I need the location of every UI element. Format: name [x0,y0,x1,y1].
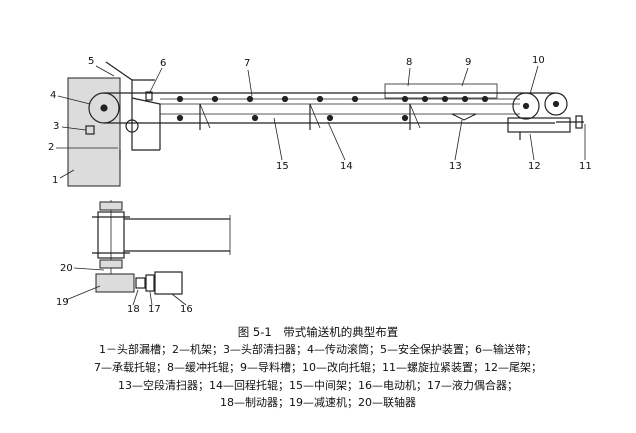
tail-pulleys [512,92,568,120]
head-frame [105,61,160,160]
skirt-board [384,83,498,99]
label-20: 20 [60,263,73,274]
leader-lines [56,65,586,306]
label-14: 14 [340,161,353,172]
label-6: 6 [160,58,167,69]
figure-legend-line-2: 7—承载托辊；8—缓冲托辊；9—导料槽；10—改向托辊；11—螺旋拉紧装置；12… [94,361,542,374]
label-9: 9 [465,57,472,68]
label-2: 2 [48,142,55,153]
label-3: 3 [53,121,60,132]
snub-pulley [125,119,139,133]
conveyor-belt [104,92,555,124]
screw-takeup [556,115,584,129]
label-4: 4 [50,90,57,101]
label-7: 7 [244,58,251,69]
label-5: 5 [88,56,95,67]
figure-legend-line-1: 1－头部漏槽；2—机架；3—头部清扫器；4—传动滚筒；5—安全保护装置；6—输送… [99,343,537,356]
return-idlers [176,114,409,122]
figure-legend-line-3: 13—空段清扫器；14—回程托辊；15—中间架；16—电动机；17—液力偶合器； [118,379,518,392]
tail-frame [507,117,571,140]
intermediate-frame [131,97,520,150]
empty-cleaner [451,113,477,121]
label-15: 15 [276,161,289,172]
label-11: 11 [579,161,592,172]
label-16: 16 [180,304,193,315]
figure-legend-line-4: 18—制动器；19—减速机；20—联轴器 [220,396,416,409]
label-17: 17 [148,304,161,315]
safety-device [145,91,153,101]
carrying-idlers [176,95,359,103]
drive-plan-view [92,200,231,276]
label-12: 12 [528,161,541,172]
label-10: 10 [532,55,545,66]
label-8: 8 [406,57,413,68]
label-13: 13 [449,161,462,172]
label-18: 18 [127,304,140,315]
drive-unit [95,271,183,295]
label-1: 1 [52,175,59,186]
figure-caption-title: 图 5-1 带式输送机的典型布置 [237,325,399,339]
label-19: 19 [56,297,69,308]
